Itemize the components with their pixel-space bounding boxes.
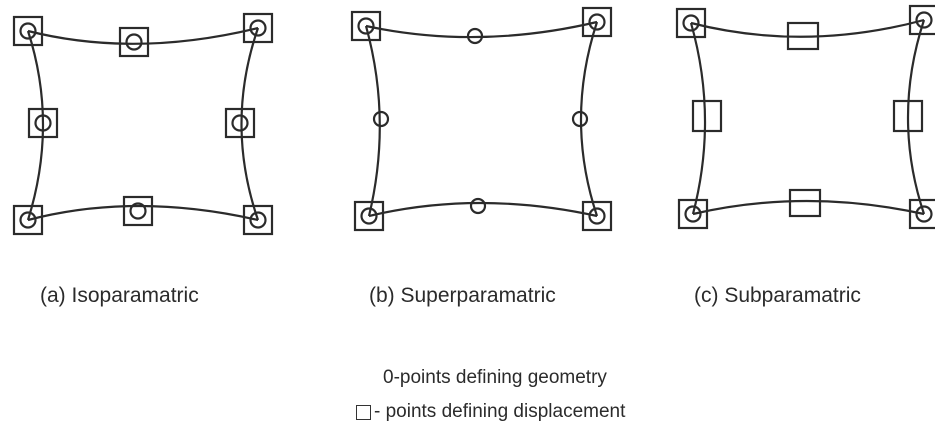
- node-corner-bottom-left: [677, 198, 709, 230]
- node-mid-right: [224, 107, 256, 139]
- node-corner-top-right: [581, 6, 613, 38]
- node-displacement-mid-bottom: [788, 188, 822, 218]
- element-edge-bottom: [692, 199, 925, 216]
- element-edge-left: [364, 25, 381, 217]
- node-corner-top-left: [675, 7, 707, 39]
- caption-superparametric: (b) Superparamatric: [369, 284, 556, 307]
- node-corner-top-left: [12, 15, 44, 47]
- node-mid-top: [118, 26, 150, 58]
- node-corner-bottom-right: [242, 204, 274, 236]
- node-mid-bottom: [122, 195, 154, 227]
- element-edge-right: [579, 21, 599, 217]
- legend-geometry-points: 0-points defining geometry: [383, 367, 607, 388]
- isoparametric-element: [12, 12, 274, 236]
- element-edge-bottom: [27, 204, 259, 222]
- superparametric-element: [350, 6, 613, 232]
- node-geometry-mid-right: [571, 110, 589, 128]
- node-corner-bottom-left: [12, 204, 44, 236]
- element-edge-left: [689, 22, 707, 215]
- node-mid-left: [27, 107, 59, 139]
- element-edge-bottom: [368, 201, 598, 218]
- node-displacement-mid-right: [892, 99, 924, 133]
- element-edge-top: [27, 26, 259, 45]
- node-corner-bottom-left: [353, 200, 385, 232]
- node-geometry-mid-left: [372, 110, 390, 128]
- element-edge-right: [906, 19, 926, 215]
- element-edge-left: [26, 30, 45, 221]
- node-corner-bottom-right: [908, 198, 935, 230]
- node-corner-bottom-right: [581, 200, 613, 232]
- legend-displacement-points: - points defining displacement: [356, 401, 625, 423]
- node-geometry-mid-bottom: [469, 197, 487, 215]
- element-edge-top: [365, 20, 598, 39]
- node-geometry-mid-top: [466, 27, 484, 45]
- element-edge-right: [240, 27, 260, 221]
- subparametric-element: [675, 4, 935, 230]
- square-symbol-icon: [356, 404, 371, 420]
- caption-isoparametric: (a) Isoparamatric: [40, 284, 199, 307]
- caption-subparametric: (c) Subparamatric: [694, 284, 861, 307]
- element-edge-top: [690, 18, 925, 38]
- legend-displacement-label: - points defining displacement: [374, 401, 626, 422]
- node-corner-top-right: [242, 12, 274, 44]
- node-displacement-mid-left: [691, 99, 723, 133]
- node-corner-top-right: [908, 4, 935, 36]
- node-corner-top-left: [350, 10, 382, 42]
- node-displacement-mid-top: [786, 21, 820, 51]
